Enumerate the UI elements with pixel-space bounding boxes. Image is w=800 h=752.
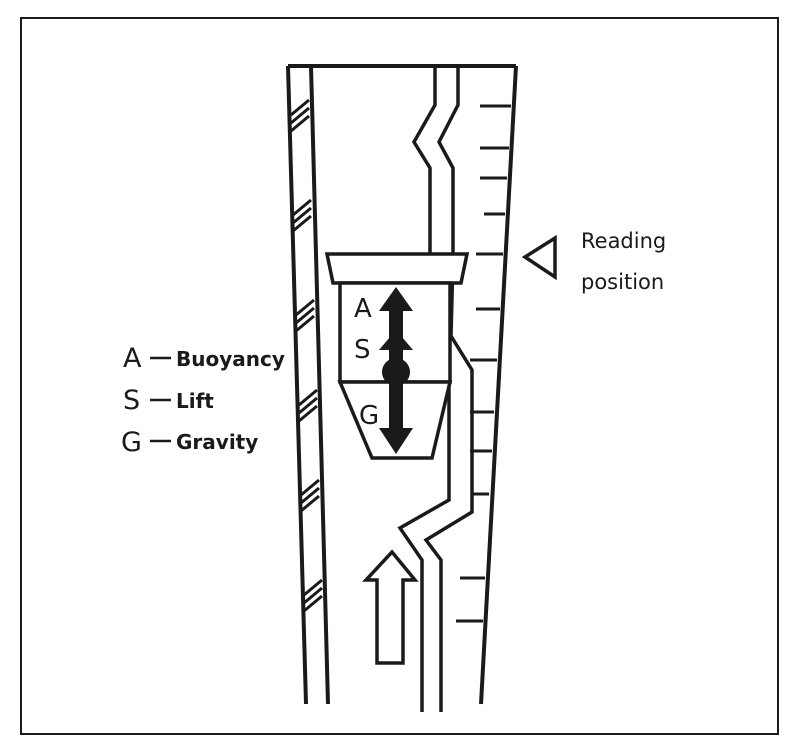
legend-item-gravity: G Gravity — [121, 427, 258, 458]
legend-label: Buoyancy — [176, 347, 285, 371]
tube-left-inner-wall — [309, 65, 330, 705]
reading-position-label-line2: position — [581, 270, 664, 294]
frame-border — [20, 17, 779, 735]
scale-ticks — [456, 104, 511, 623]
legend-letter: A — [123, 343, 142, 374]
gravity-arrow-icon — [379, 428, 413, 454]
tapered-tube — [286, 64, 518, 705]
reading-position-label-line1: Reading — [581, 229, 666, 253]
force-origin-dot — [382, 358, 410, 386]
float-label-gravity: G — [359, 401, 379, 431]
legend-letter: S — [123, 385, 140, 416]
float-top-rim — [324, 252, 470, 285]
float-label-buoyancy: A — [354, 294, 372, 324]
legend: A Buoyancy S Lift G Gravity — [121, 343, 285, 458]
legend-label: Gravity — [176, 430, 258, 454]
tube-left-outer-wall — [286, 65, 308, 705]
reading-position-triangle-icon — [521, 234, 557, 281]
tube-right-wall — [479, 65, 518, 705]
lift-arrow-icon — [379, 330, 413, 350]
force-arrows — [379, 287, 413, 454]
flow-direction-arrow-icon — [361, 549, 419, 665]
float-label-lift: S — [354, 335, 371, 365]
legend-item-buoyancy: A Buoyancy — [123, 343, 285, 374]
legend-letter: G — [121, 427, 142, 458]
glass-hatching — [290, 98, 323, 613]
legend-label: Lift — [176, 389, 214, 413]
legend-item-lift: S Lift — [123, 385, 214, 416]
buoyancy-arrow-icon — [379, 287, 413, 311]
